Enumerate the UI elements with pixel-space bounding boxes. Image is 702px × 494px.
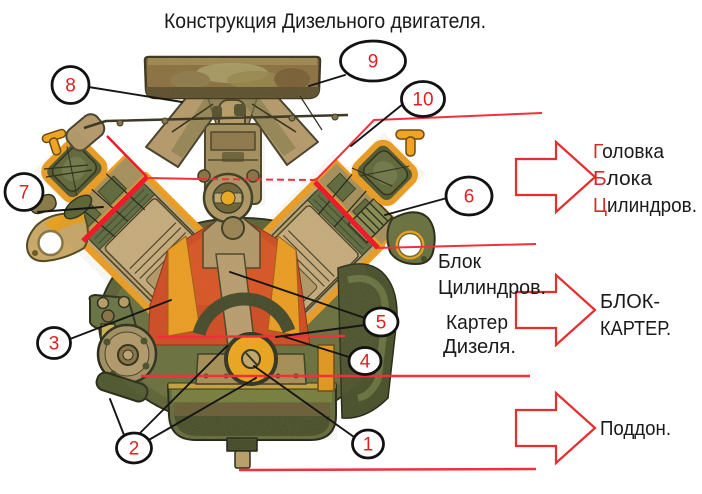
svg-text:10: 10 — [412, 90, 433, 111]
svg-text:Картер: Картер — [446, 312, 508, 334]
svg-text:Блок: Блок — [438, 251, 481, 273]
svg-text:4: 4 — [360, 352, 371, 373]
svg-text:9: 9 — [368, 52, 379, 73]
svg-text:3: 3 — [49, 334, 60, 355]
svg-text:Дизеля.: Дизеля. — [443, 336, 516, 358]
svg-text:7: 7 — [19, 183, 30, 204]
svg-text:Блока: Блока — [593, 168, 653, 190]
svg-text:2: 2 — [129, 439, 140, 460]
svg-text:6: 6 — [464, 187, 475, 208]
svg-text:Цилиндров.: Цилиндров. — [593, 195, 697, 217]
svg-text:5: 5 — [376, 313, 387, 334]
svg-text:8: 8 — [65, 76, 76, 97]
svg-text:Конструкция Дизельного двигате: Конструкция Дизельного двигателя. — [164, 9, 486, 33]
svg-text:1: 1 — [363, 435, 374, 456]
svg-text:КАРТЕР.: КАРТЕР. — [600, 318, 671, 340]
svg-text:БЛОК-: БЛОК- — [600, 291, 660, 313]
svg-text:Цилиндров.: Цилиндров. — [438, 277, 546, 299]
svg-text:Головка: Головка — [593, 141, 665, 163]
svg-text:Поддон.: Поддон. — [600, 418, 671, 440]
